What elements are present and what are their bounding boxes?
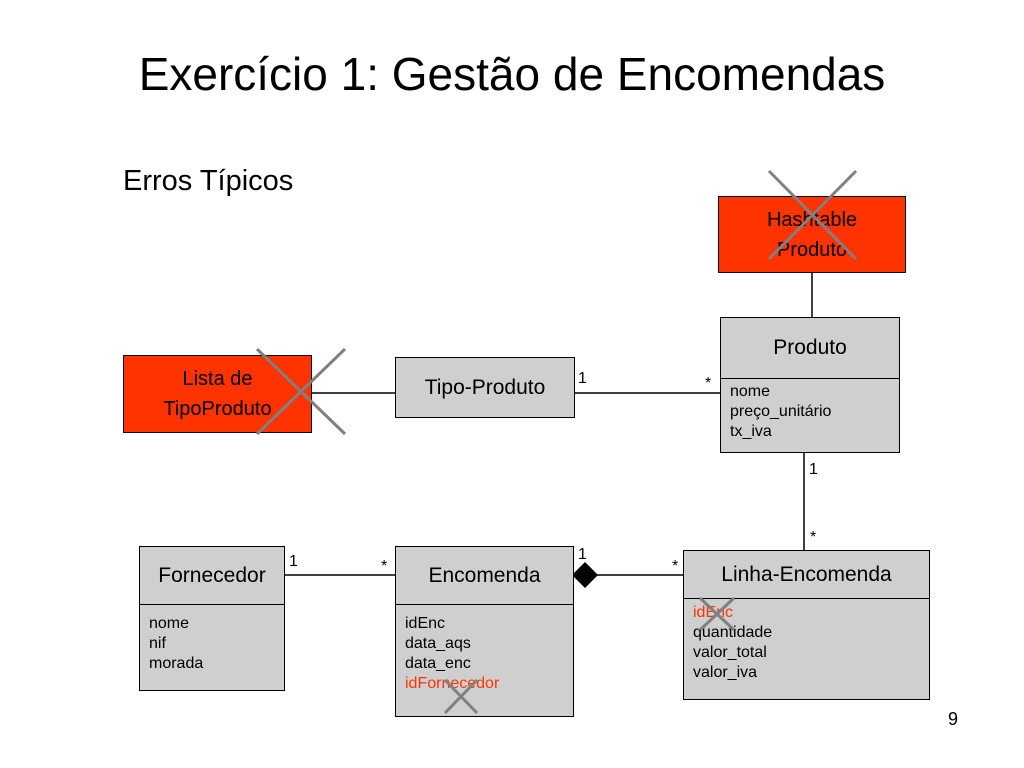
hashtable-line2: Produto [776, 238, 848, 261]
lista-tipoproduto-box: Lista de TipoProduto [123, 355, 312, 433]
linha-encomenda-attr: quantidade [693, 624, 773, 641]
mult-encomenda-fornecedor: * [381, 558, 388, 575]
encomenda-class: Encomenda idEnc data_aqs data_enc idForn… [395, 546, 574, 717]
produto-attr: tx_iva [730, 423, 772, 440]
composition-diamond [572, 562, 598, 588]
slide-title: Exercício 1: Gestão de Encomendas [138, 48, 886, 100]
lista-line2: TipoProduto [163, 398, 272, 420]
mult-fornecedor: 1 [289, 553, 298, 570]
fornecedor-attr: nome [149, 615, 190, 632]
cross-mark-idfornecedor [443, 678, 479, 715]
cross-mark-lista [255, 347, 347, 436]
fornecedor-class-name: Fornecedor [140, 547, 284, 605]
linha-encomenda-attr: valor_iva [693, 664, 758, 681]
cross-mark-hashtable [767, 169, 858, 261]
mult-produto-tipo: * [705, 375, 712, 392]
encomenda-attr: data_aqs [405, 635, 471, 652]
tipo-produto-box: Tipo-Produto [395, 357, 575, 418]
mult-encomenda-linha: 1 [578, 546, 587, 563]
linha-encomenda-class: Linha-Encomenda idEnc quantidade valor_t… [683, 550, 930, 700]
mult-linha-encomenda: * [672, 558, 679, 575]
page-number: 9 [948, 709, 959, 729]
produto-attr: preço_unitário [730, 403, 832, 420]
slide-subtitle: Erros Típicos [123, 165, 294, 197]
encomenda-attr: data_enc [405, 655, 471, 672]
tipo-produto-label: Tipo-Produto [424, 375, 546, 399]
fornecedor-attr: morada [149, 655, 204, 672]
produto-attr: nome [730, 383, 771, 400]
fornecedor-attributes: nome nif morada [140, 605, 284, 674]
encomenda-attr: idEnc [405, 615, 446, 632]
encomenda-class-name: Encomenda [396, 547, 573, 605]
mult-linha-produto: * [810, 529, 817, 546]
mult-tipo-produto: 1 [578, 370, 587, 387]
fornecedor-attr: nif [149, 635, 166, 652]
fornecedor-class: Fornecedor nome nif morada [139, 546, 285, 691]
hashtable-produto-box: Hashtable Produto [718, 196, 906, 273]
lista-line1: Lista de [182, 368, 253, 390]
produto-attributes: nome preço_unitário tx_iva [721, 379, 899, 442]
cross-mark-idenc [698, 596, 736, 632]
produto-class: Produto nome preço_unitário tx_iva [720, 317, 900, 453]
linha-encomenda-class-name: Linha-Encomenda [684, 551, 929, 599]
produto-class-name: Produto [721, 318, 899, 379]
hashtable-line1: Hashtable [766, 208, 858, 231]
linha-encomenda-attr: valor_total [693, 644, 767, 661]
mult-produto-linha: 1 [809, 461, 818, 478]
